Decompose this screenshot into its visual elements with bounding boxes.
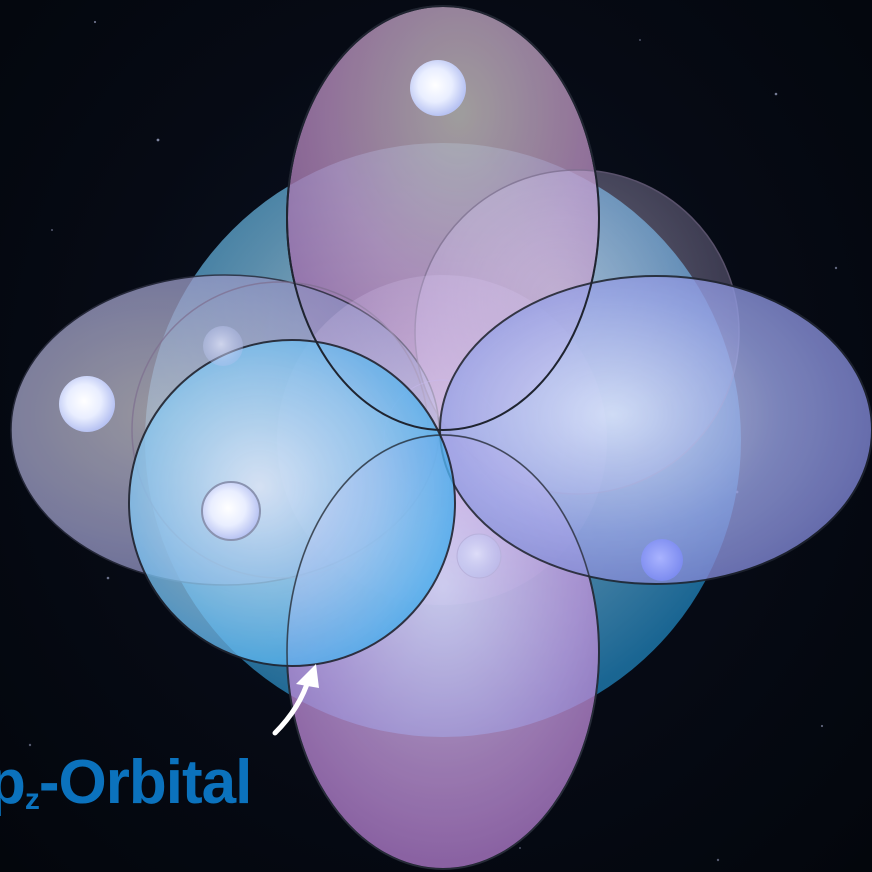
right-lobe [440,276,872,584]
label-suffix: -Orbital [39,748,251,817]
electron-right [641,539,683,581]
electron-center-faint [457,534,501,578]
electron-top [410,60,466,116]
label-subscript: z [25,783,39,816]
label-prefix: p [0,748,25,817]
electron-blue-sphere [202,482,260,540]
pz-orbital-sphere [129,340,455,666]
orbital-label: pz-Orbital [0,752,251,815]
electron-left-faint [203,326,243,366]
electron-left [59,376,115,432]
